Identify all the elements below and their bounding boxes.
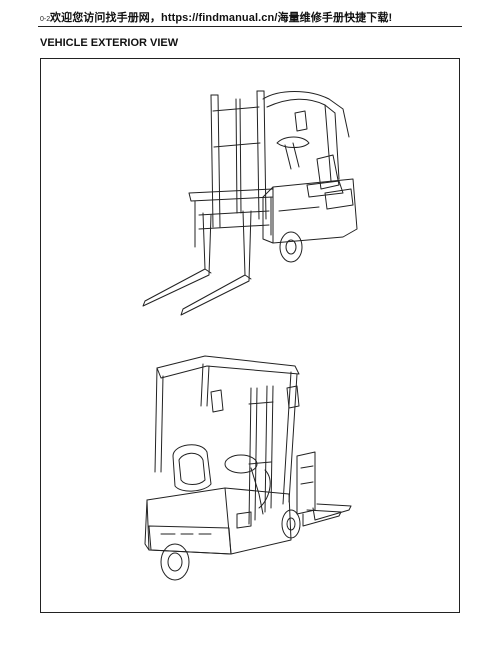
watermark-text: 欢迎您访问找手册网，https://findmanual.cn/海量维修手册快捷… [50,12,393,24]
forklift-rear-view [141,344,386,594]
page-number: 0-2 [40,16,51,23]
illustration-frame [40,58,460,613]
section-title: VEHICLE EXTERIOR VIEW [40,37,179,49]
forklift-front-view [139,85,389,325]
page-header: 0-2 欢迎您访问找手册网，https://findmanual.cn/海量维修… [40,8,462,26]
header-rule [38,26,462,27]
